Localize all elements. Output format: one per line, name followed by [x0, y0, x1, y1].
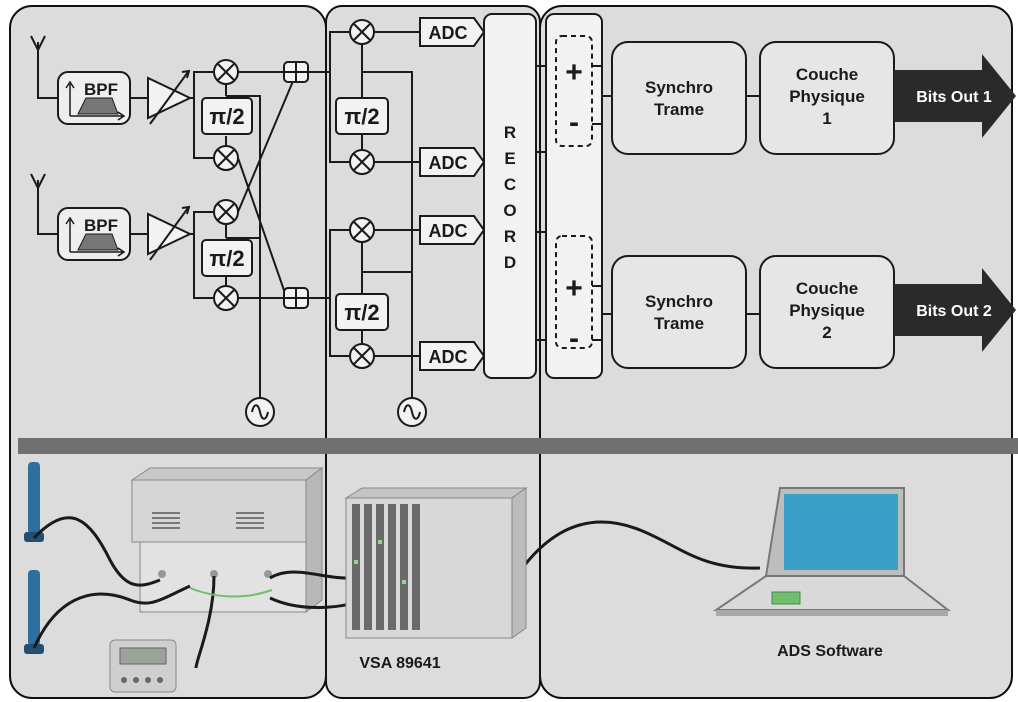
phase-shifter-block: π/2 [335, 293, 389, 331]
synchro-line2: Trame [654, 100, 704, 119]
section-divider [18, 438, 1018, 454]
synchro-line2: Trame [654, 314, 704, 333]
minus-sign: - [569, 322, 579, 355]
adc-label: ADC [429, 153, 468, 173]
mixer-icon [213, 145, 239, 171]
phase-shift-label: π/2 [209, 104, 244, 129]
bits-out-2-label: Bits Out 2 [916, 303, 992, 320]
mixer-icon [349, 19, 375, 45]
laptop-icon [712, 487, 951, 616]
phase-shifter-block: π/2 [201, 239, 253, 277]
bpf-label: BPF [84, 80, 118, 99]
couche-physique-block-1: Couche Physique 1 [759, 41, 895, 155]
vsa-caption: VSA 89641 [359, 655, 440, 672]
adc-block: ADC [419, 215, 486, 245]
adc-label: ADC [429, 221, 468, 241]
couche-line2: Physique [789, 301, 865, 320]
couche-physique-block-2: Couche Physique 2 [759, 255, 895, 369]
plus-sign: + [565, 56, 583, 89]
mixer-icon [213, 199, 239, 225]
synchro-trame-block-2: Synchro Trame [611, 255, 747, 369]
phase-shift-label: π/2 [344, 300, 379, 325]
bits-out-arrow-1: Bits Out 1 [894, 54, 1016, 138]
bpf-label: BPF [84, 216, 118, 235]
couche-line1: Couche [796, 65, 858, 84]
record-letter: R [504, 227, 516, 246]
vsa-chassis-icon [344, 487, 528, 639]
record-letter: O [503, 201, 516, 220]
phase-shifter-block: π/2 [335, 97, 389, 135]
couche-line1: Couche [796, 279, 858, 298]
mixer-icon [213, 59, 239, 85]
mixer-icon [349, 217, 375, 243]
mixer-icon [349, 149, 375, 175]
bits-out-arrow-2: Bits Out 2 [894, 268, 1016, 352]
bits-out-1-label: Bits Out 1 [916, 89, 992, 106]
adc-label: ADC [429, 347, 468, 367]
record-letter: D [504, 253, 516, 272]
couche-number: 1 [822, 109, 831, 128]
plus-sign: + [565, 272, 583, 305]
antenna-icon [24, 570, 44, 654]
adc-block: ADC [419, 147, 486, 177]
bpf-block-2: BPF [57, 207, 131, 261]
synchro-trame-block-1: Synchro Trame [611, 41, 747, 155]
adc-label: ADC [429, 23, 468, 43]
adc-block: ADC [419, 17, 486, 47]
ads-caption: ADS Software [777, 643, 883, 660]
phase-shifter-block: π/2 [201, 97, 253, 135]
handheld-device-icon [109, 639, 177, 693]
record-letter: E [504, 149, 515, 168]
cable-lines [32, 516, 761, 669]
amplifier-icon [147, 69, 193, 125]
combiner-icon [283, 61, 309, 83]
phase-shift-label: π/2 [344, 104, 379, 129]
synchro-line1: Synchro [645, 78, 713, 97]
adc-block: ADC [419, 341, 486, 371]
combiner-icon [283, 287, 309, 309]
bpf-block-1: BPF [57, 71, 131, 125]
amplifier-icon [147, 205, 193, 261]
local-oscillator-icon [397, 397, 427, 427]
local-oscillator-icon [245, 397, 275, 427]
couche-line2: Physique [789, 87, 865, 106]
rf-frontend-box-icon [130, 467, 324, 613]
record-letter: R [504, 123, 516, 142]
synchro-line1: Synchro [645, 292, 713, 311]
sum-block: + - + - [545, 13, 603, 379]
couche-number: 2 [822, 323, 831, 342]
record-block: R E C O R D [483, 13, 537, 379]
mixer-icon [213, 285, 239, 311]
record-letter: C [504, 175, 516, 194]
phase-shift-label: π/2 [209, 246, 244, 271]
minus-sign: - [569, 106, 579, 139]
mixer-icon [349, 343, 375, 369]
